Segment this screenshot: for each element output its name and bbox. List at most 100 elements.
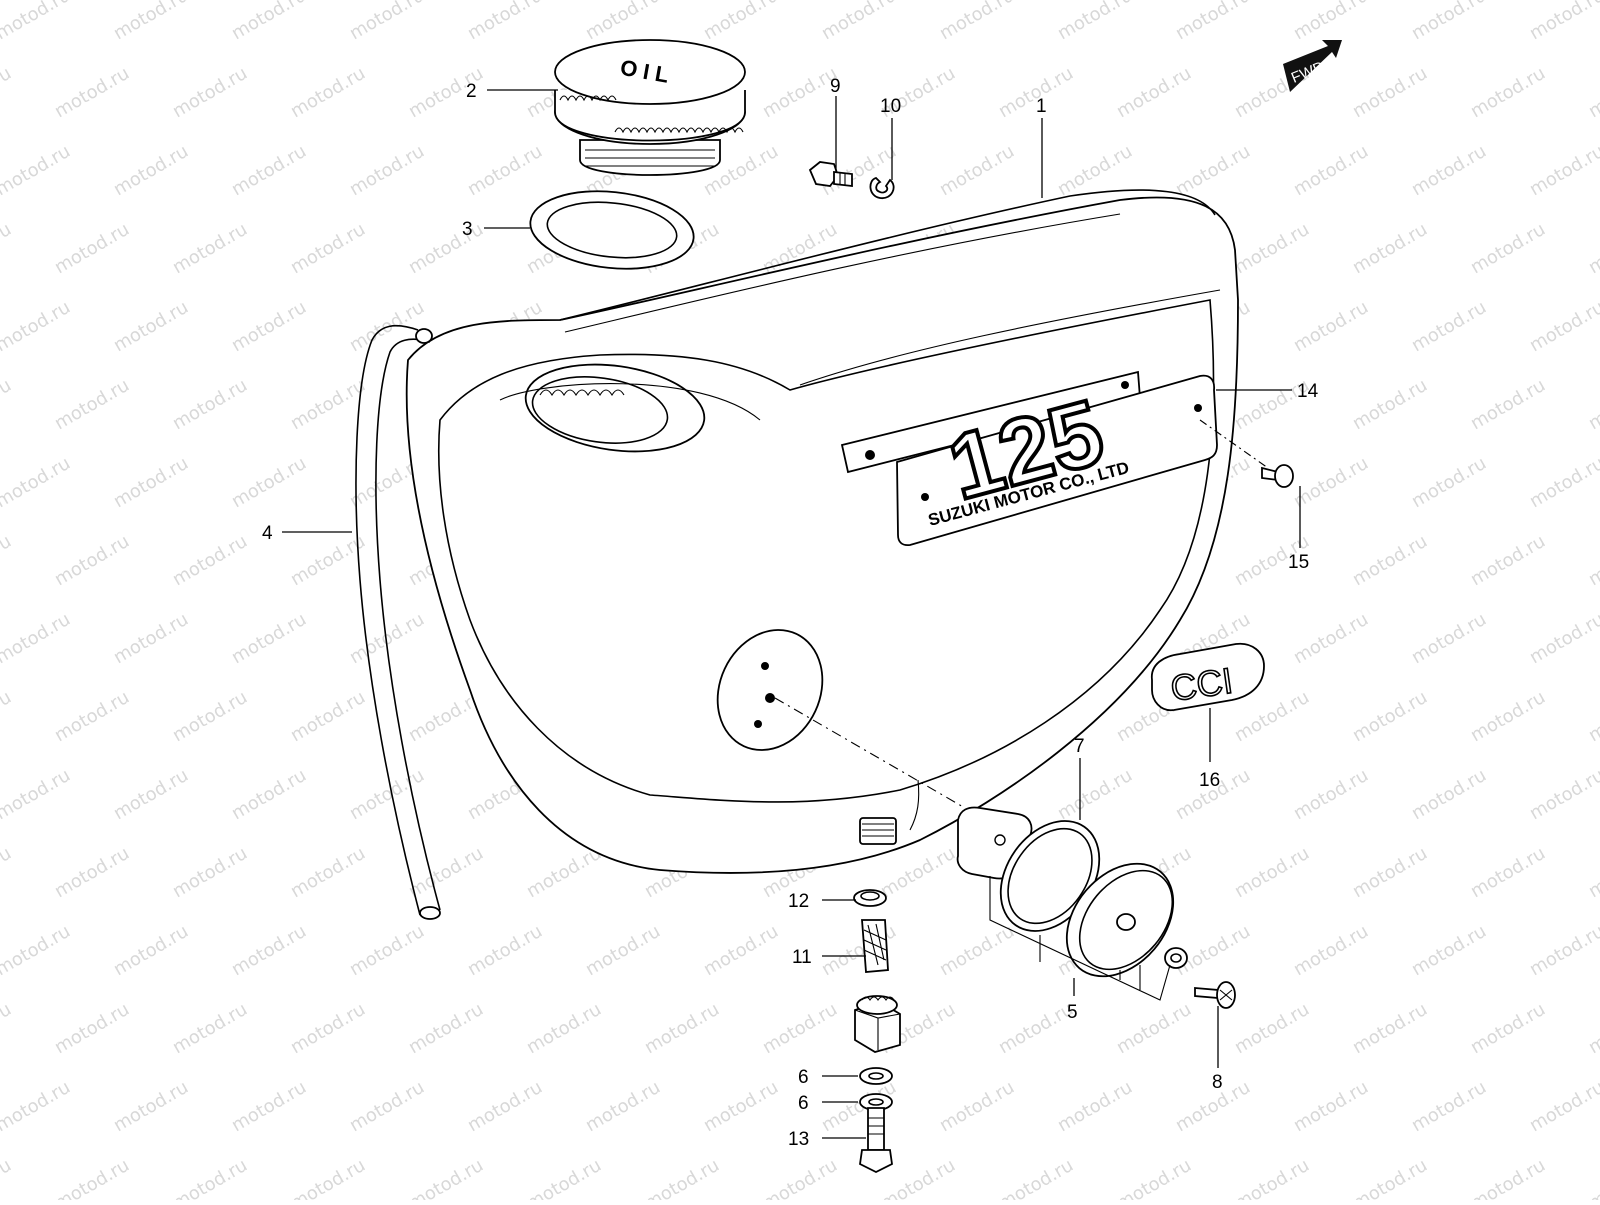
watermark-text: motod.ru	[464, 0, 546, 44]
watermark-text: motod.ru	[1054, 0, 1136, 44]
watermark-text: motod.ru	[1290, 609, 1372, 668]
watermark-text: motod.ru	[110, 1077, 192, 1136]
watermark-text: motod.ru	[405, 999, 487, 1058]
breather-hose	[355, 324, 441, 920]
watermark-text: motod.ru	[1113, 63, 1195, 122]
watermark-text: motod.ru	[1054, 141, 1136, 200]
watermark-text: motod.ru	[0, 0, 74, 44]
watermark-text: motod.ru	[169, 1155, 251, 1200]
watermark-text: motod.ru	[1408, 297, 1490, 356]
watermark-text: motod.ru	[228, 453, 310, 512]
watermark-text: motod.ru	[582, 921, 664, 980]
watermark-text: motod.ru	[1349, 219, 1431, 278]
watermark-text: motod.ru	[1231, 843, 1313, 902]
watermark-text: motod.ru	[582, 0, 664, 44]
watermark-text: motod.ru	[936, 0, 1018, 44]
watermark-text: motod.ru	[1349, 1155, 1431, 1200]
watermark-text: motod.ru	[1231, 1155, 1313, 1200]
watermark-text: motod.ru	[346, 609, 428, 668]
watermark-text: motod.ru	[1349, 843, 1431, 902]
emblem-125: 125 SUZUKI MOTOR CO., LTD	[840, 370, 1218, 547]
watermark-text: motod.ru	[51, 687, 133, 746]
watermark-text: motod.ru	[1585, 375, 1600, 434]
watermark-text: motod.ru	[464, 1077, 546, 1136]
watermark-text: motod.ru	[346, 141, 428, 200]
badge-cci-text: CCI	[1168, 660, 1235, 709]
watermark-text: motod.ru	[1349, 63, 1431, 122]
watermark-text: motod.ru	[1408, 1077, 1490, 1136]
bolt-9	[808, 161, 853, 188]
watermark-text: motod.ru	[0, 1077, 74, 1136]
callout-16: 16	[1199, 770, 1220, 791]
watermark-text: motod.ru	[1290, 141, 1372, 200]
watermark-text: motod.ru	[110, 765, 192, 824]
watermark-text: motod.ru	[759, 1155, 841, 1200]
watermark-text: motod.ru	[287, 999, 369, 1058]
watermark-text: motod.ru	[169, 843, 251, 902]
watermark-text: motod.ru	[1349, 687, 1431, 746]
watermark-text: motod.ru	[51, 1155, 133, 1200]
watermark-text: motod.ru	[169, 531, 251, 590]
callout-10: 10	[880, 96, 901, 117]
callout-12: 12	[788, 891, 809, 912]
watermark-text: motod.ru	[51, 531, 133, 590]
watermark-text: motod.ru	[1526, 0, 1600, 44]
oil-tank	[405, 189, 1239, 874]
watermark-text: motod.ru	[51, 219, 133, 278]
watermark-text: motod.ru	[700, 921, 782, 980]
watermark-text: motod.ru	[0, 921, 74, 980]
watermark-text: motod.ru	[169, 687, 251, 746]
watermark-text: motod.ru	[287, 219, 369, 278]
watermark-text: motod.ru	[1231, 219, 1313, 278]
callout-6b: 6	[798, 1093, 809, 1114]
watermark-text: motod.ru	[228, 141, 310, 200]
watermark-text: motod.ru	[759, 999, 841, 1058]
watermark-text: motod.ru	[0, 843, 15, 902]
watermark-text: motod.ru	[700, 1077, 782, 1136]
watermark-text: motod.ru	[228, 609, 310, 668]
watermark-text: motod.ru	[1172, 0, 1254, 44]
watermark-text: motod.ru	[1585, 687, 1600, 746]
watermark-text: motod.ru	[228, 297, 310, 356]
callout-11: 11	[792, 947, 812, 968]
forward-arrow-icon: FWD	[1283, 40, 1342, 92]
watermark-text: motod.ru	[1054, 1077, 1136, 1136]
watermark-text: motod.ru	[405, 1155, 487, 1200]
watermark-text: motod.ru	[936, 1077, 1018, 1136]
watermark-text: motod.ru	[405, 219, 487, 278]
watermark-text: motod.ru	[110, 297, 192, 356]
callout-15: 15	[1288, 552, 1309, 573]
outlet-fitting	[859, 817, 897, 845]
washer-10	[869, 177, 895, 199]
watermark-text: motod.ru	[936, 141, 1018, 200]
watermark-text: motod.ru	[0, 375, 15, 434]
inspection-port	[716, 629, 824, 751]
watermark-text: motod.ru	[1467, 843, 1549, 902]
watermark-text: motod.ru	[523, 1155, 605, 1200]
watermark-text: motod.ru	[0, 765, 74, 824]
watermark-text: motod.ru	[0, 999, 15, 1058]
watermark-text: motod.ru	[641, 999, 723, 1058]
watermark-text: motod.ru	[1408, 921, 1490, 980]
watermark-text: motod.ru	[1585, 63, 1600, 122]
watermark-text: motod.ru	[287, 63, 369, 122]
watermark-text: motod.ru	[1526, 921, 1600, 980]
watermark-text: motod.ru	[1290, 921, 1372, 980]
watermark-text: motod.ru	[1408, 453, 1490, 512]
screw-15	[1199, 419, 1294, 488]
watermark-text: motod.ru	[1467, 999, 1549, 1058]
watermark-text: motod.ru	[110, 609, 192, 668]
callout-3: 3	[462, 219, 473, 240]
watermark-text: motod.ru	[936, 921, 1018, 980]
watermark-text: motod.ru	[169, 63, 251, 122]
watermark-text: motod.ru	[1231, 999, 1313, 1058]
watermark-text: motod.ru	[1290, 453, 1372, 512]
watermark-text: motod.ru	[1585, 999, 1600, 1058]
callout-13: 13	[788, 1129, 809, 1150]
watermark-text: motod.ru	[1290, 297, 1372, 356]
watermark-text: motod.ru	[1467, 63, 1549, 122]
watermark-text: motod.ru	[287, 687, 369, 746]
watermark-text: motod.ru	[995, 1155, 1077, 1200]
watermark-text: motod.ru	[287, 1155, 369, 1200]
watermark-text: motod.ru	[51, 999, 133, 1058]
